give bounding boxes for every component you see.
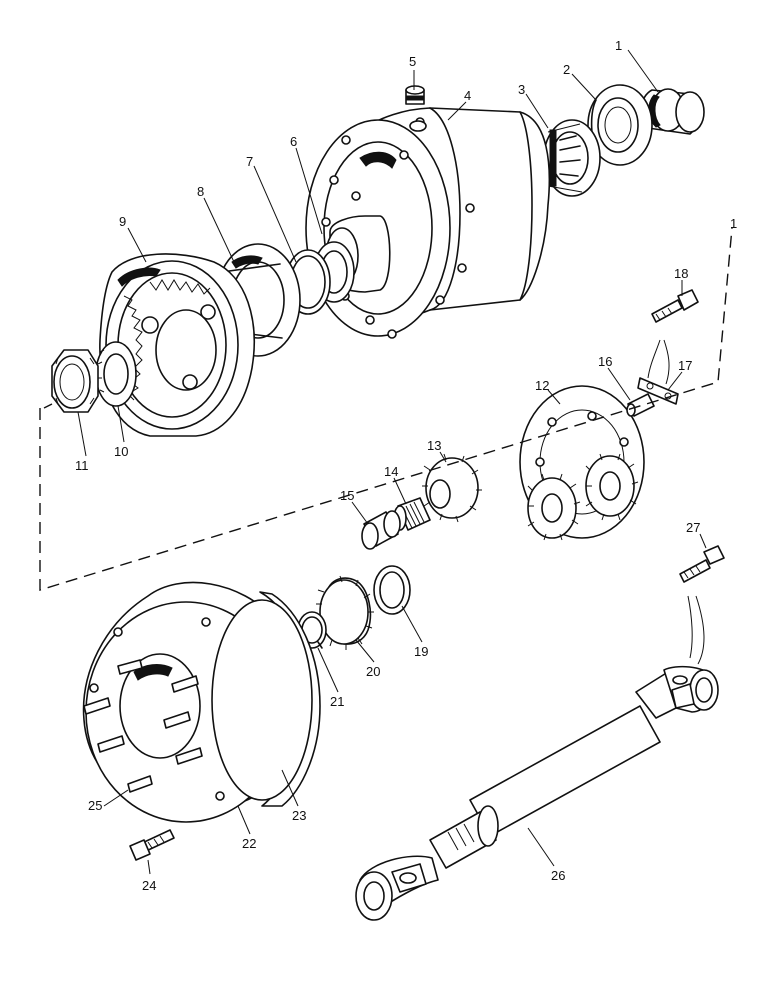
callout-18: 18 xyxy=(674,266,688,281)
callout-7: 7 xyxy=(246,154,253,169)
callout-24: 24 xyxy=(142,878,156,893)
callout-25: 25 xyxy=(88,798,102,813)
part-26-propshaft xyxy=(355,665,719,921)
part-19-thrust-washer xyxy=(373,565,411,615)
part-16-roll-pin xyxy=(626,393,655,417)
callout-8: 8 xyxy=(197,184,204,199)
part-14-needle-bearing xyxy=(393,497,431,531)
part-27-bolt xyxy=(679,545,725,665)
callout-9: 9 xyxy=(119,214,126,229)
callout-14: 14 xyxy=(384,464,398,479)
callout-labels: 1 2 3 4 5 6 7 8 9 10 11 12 13 14 15 16 1… xyxy=(75,38,737,893)
part-1-bearing-cup xyxy=(640,88,705,135)
part-11-castle-nut xyxy=(51,349,99,413)
callout-16: 16 xyxy=(598,354,612,369)
part-2-seal xyxy=(587,84,653,166)
part-3-roller-bearing xyxy=(543,119,601,197)
callout-3: 3 xyxy=(518,82,525,97)
callout-2: 2 xyxy=(563,62,570,77)
part-12-planet-carrier xyxy=(519,385,645,541)
callout-15: 15 xyxy=(340,488,354,503)
callout-27: 27 xyxy=(686,520,700,535)
callout-17: 17 xyxy=(678,358,692,373)
part-24-bolt xyxy=(129,829,175,861)
callout-23: 23 xyxy=(292,808,306,823)
callout-1: 1 xyxy=(615,38,622,53)
part-15-planet-pin xyxy=(361,510,401,550)
callout-box-ref: 1 xyxy=(730,216,737,231)
leader-lines xyxy=(77,49,707,875)
callout-10: 10 xyxy=(114,444,128,459)
callout-5: 5 xyxy=(409,54,416,69)
subassembly-boundary xyxy=(39,227,733,591)
part-4-hub-housing xyxy=(305,107,551,339)
callout-22: 22 xyxy=(242,836,256,851)
callout-4: 4 xyxy=(464,88,471,103)
callout-20: 20 xyxy=(366,664,380,679)
callout-12: 12 xyxy=(535,378,549,393)
part-13-planet-gear xyxy=(422,453,482,523)
part-20-sun-gear xyxy=(315,575,374,650)
callout-21: 21 xyxy=(330,694,344,709)
part-18-bolt xyxy=(647,289,699,385)
part-23-hub-ring xyxy=(211,591,321,807)
callout-11: 11 xyxy=(75,458,89,473)
callout-19: 19 xyxy=(414,644,428,659)
part-10-lock-washer xyxy=(95,341,137,407)
callout-6: 6 xyxy=(290,134,297,149)
part-9-ring-gear xyxy=(99,253,255,437)
callout-13: 13 xyxy=(427,438,441,453)
callout-26: 26 xyxy=(551,868,565,883)
part-5-plug xyxy=(405,85,425,105)
